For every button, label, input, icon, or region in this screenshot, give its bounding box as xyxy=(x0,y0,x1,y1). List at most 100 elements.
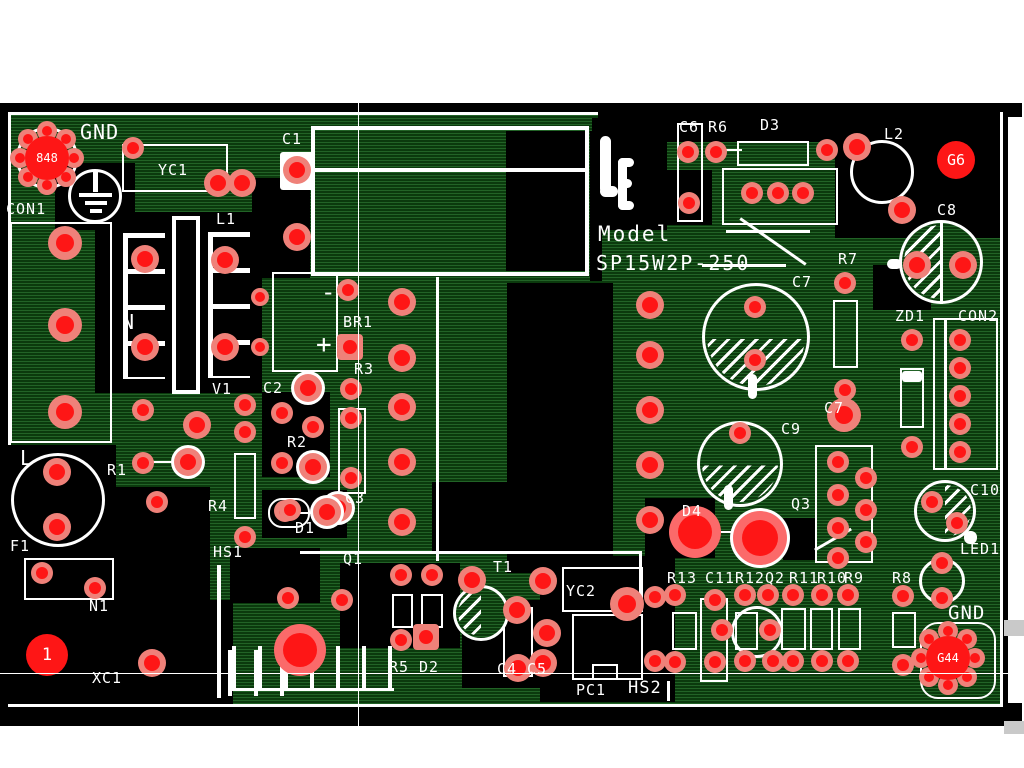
pad xyxy=(174,448,202,476)
pad-drill xyxy=(954,362,966,374)
pad xyxy=(340,467,362,489)
pad-drill xyxy=(395,569,407,581)
pad xyxy=(644,650,666,672)
silkscreen-line xyxy=(462,551,642,554)
silkscreen-line xyxy=(702,531,742,533)
pad xyxy=(949,251,977,279)
pad-drill xyxy=(832,522,844,534)
pad-drill xyxy=(962,672,972,682)
pad xyxy=(390,629,412,651)
ref-label: PC1 xyxy=(576,681,607,699)
ref-label: R2 xyxy=(287,433,308,451)
pad-drill xyxy=(839,384,851,396)
pad-drill xyxy=(739,589,751,601)
component-outline xyxy=(810,608,833,650)
ref-label: L1 xyxy=(216,210,237,228)
silkscreen-dot xyxy=(724,485,733,510)
pad xyxy=(533,619,561,647)
pad-drill xyxy=(210,175,226,191)
pad-drill xyxy=(127,142,139,154)
component-outline xyxy=(172,216,200,394)
pad-drill xyxy=(649,655,661,667)
pad xyxy=(388,508,416,536)
ref-label: D2 xyxy=(419,658,440,676)
ref-label: CON2 xyxy=(958,307,999,325)
pad xyxy=(228,169,256,197)
pad-drill xyxy=(144,655,160,671)
pad xyxy=(340,407,362,429)
pad xyxy=(413,624,439,650)
pad xyxy=(131,245,159,273)
pad-drill xyxy=(954,446,966,458)
pad-drill xyxy=(69,153,79,163)
silkscreen-line xyxy=(639,551,642,605)
pad-drill xyxy=(343,340,357,354)
pad-drill xyxy=(307,421,319,433)
ref-label: C3 xyxy=(345,489,366,507)
silkscreen-dot xyxy=(748,374,757,399)
pad-drill xyxy=(395,634,407,646)
ref-label: C4 xyxy=(497,660,518,678)
pad xyxy=(388,344,416,372)
pad xyxy=(388,448,416,476)
silkscreen-line xyxy=(150,461,186,463)
pad-drill xyxy=(345,383,357,395)
pad-drill xyxy=(943,680,953,690)
silkscreen-line xyxy=(217,565,221,698)
pad-drill xyxy=(23,134,33,144)
pad xyxy=(767,182,789,204)
pad-drill xyxy=(394,454,410,470)
pad xyxy=(744,296,766,318)
ref-label: D1 xyxy=(295,519,316,537)
model-number: SP15W2P-250 xyxy=(596,251,751,275)
ref-label: C7 xyxy=(792,273,813,291)
component-outline xyxy=(900,368,924,428)
pad-drill xyxy=(678,515,712,549)
pad xyxy=(234,394,256,416)
pad xyxy=(949,357,971,379)
pad xyxy=(64,148,84,168)
pad-drill xyxy=(342,284,354,296)
pad-drill xyxy=(821,144,833,156)
pad-drill xyxy=(419,630,433,644)
pad xyxy=(503,596,531,624)
silkscreen-line xyxy=(722,149,742,151)
pad-drill xyxy=(36,567,48,579)
pad xyxy=(734,584,756,606)
pad-drill xyxy=(23,172,33,182)
pad xyxy=(294,374,322,402)
ref-label: Q3 xyxy=(791,495,812,513)
pad xyxy=(234,526,256,548)
pad-drill xyxy=(767,655,779,667)
pad-drill xyxy=(860,472,872,484)
pad-drill xyxy=(539,625,555,641)
pad xyxy=(529,567,557,595)
ref-label: ZD1 xyxy=(895,307,926,325)
pad-drill xyxy=(618,595,636,613)
pad-drill xyxy=(669,656,681,668)
margin-artifact xyxy=(1004,620,1024,636)
ref-label: C5 xyxy=(527,660,548,678)
polarity-hatch xyxy=(458,590,481,636)
ref-label: GND xyxy=(80,120,120,144)
pad-drill xyxy=(49,464,65,480)
pad-drill xyxy=(289,162,305,178)
pad-drill xyxy=(49,519,65,535)
pad xyxy=(43,513,71,541)
pad xyxy=(636,451,664,479)
pad-drill xyxy=(924,672,934,682)
component-circle xyxy=(453,585,509,641)
pad xyxy=(827,547,849,569)
pad-drill xyxy=(394,399,410,415)
pad-drill xyxy=(284,504,296,516)
model-label: Model xyxy=(598,222,672,246)
pad-drill xyxy=(749,354,761,366)
pad xyxy=(704,589,726,611)
pad xyxy=(827,517,849,539)
silkscreen-line xyxy=(944,320,947,468)
pad xyxy=(664,651,686,673)
ref-label: C7 xyxy=(824,399,845,417)
pad-drill xyxy=(394,514,410,530)
pad-drill xyxy=(787,589,799,601)
